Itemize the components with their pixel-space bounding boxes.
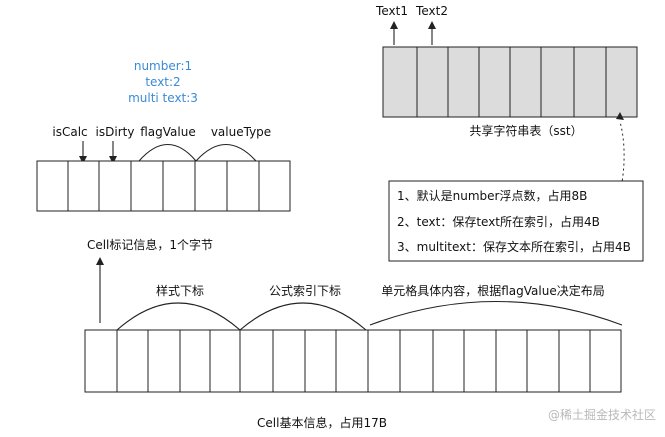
base-byte-cell bbox=[304, 329, 337, 393]
flag-value-list: number:1 text:2 multi text:3 bbox=[128, 59, 198, 105]
sst-table bbox=[382, 46, 638, 118]
formula-index-brace bbox=[239, 302, 367, 331]
flag-bit-cell bbox=[226, 160, 260, 212]
base-byte-cell bbox=[209, 329, 241, 393]
flag-value-text: text:2 bbox=[145, 75, 180, 89]
sst-cell bbox=[382, 46, 418, 118]
legend-item-text: 2、text：保存text所在索引，占用4B bbox=[397, 214, 600, 229]
flag-bit-cell bbox=[67, 160, 100, 212]
value-type-label: valueType bbox=[211, 125, 271, 139]
base-byte-cell bbox=[558, 329, 591, 393]
base-byte-cell bbox=[335, 329, 369, 393]
flag-value-label: flagValue bbox=[140, 125, 195, 139]
watermark: @稀土掘金技术社区 bbox=[548, 407, 656, 422]
base-byte-cell bbox=[463, 329, 497, 393]
base-byte-cell bbox=[399, 329, 434, 393]
flag-bit-cell bbox=[258, 160, 291, 212]
cell-flag-caption: Cell标记信息，1个字节 bbox=[87, 237, 213, 252]
base-byte-cell bbox=[589, 329, 622, 393]
base-byte-cell bbox=[272, 329, 306, 393]
base-byte-cell bbox=[239, 329, 274, 393]
flag-value-multi-text: multi text:3 bbox=[128, 91, 198, 105]
is-dirty-label: isDirty bbox=[96, 125, 135, 139]
sst-cell bbox=[447, 46, 480, 118]
flag-value-brace bbox=[138, 144, 197, 162]
sst-cell bbox=[478, 46, 511, 118]
value-type-brace bbox=[195, 144, 257, 162]
legend-item-multitext: 3、multitext：保存文本所在索引，占用4B bbox=[397, 239, 631, 254]
sst-cell bbox=[509, 46, 542, 118]
base-byte-cell bbox=[526, 329, 560, 393]
sst-cell bbox=[573, 46, 607, 118]
index-reference-arrowhead bbox=[616, 112, 624, 120]
base-byte-cell bbox=[367, 329, 401, 393]
base-byte-cell bbox=[432, 329, 465, 393]
style-index-label: 样式下标 bbox=[156, 283, 204, 298]
sst-cell bbox=[416, 46, 449, 118]
legend-item-number: 1、默认是number浮点数，占用8B bbox=[397, 188, 587, 203]
style-index-brace bbox=[116, 302, 241, 331]
is-calc-label: isCalc bbox=[52, 125, 87, 139]
flag-bit-cell bbox=[36, 160, 69, 212]
flag-bit-cell bbox=[194, 160, 228, 212]
cell-flag-byte bbox=[36, 160, 291, 212]
formula-index-label: 公式索引下标 bbox=[269, 284, 341, 298]
base-byte-cell bbox=[84, 329, 118, 393]
value-storage-legend bbox=[388, 180, 644, 262]
sst-label-text1: Text1 bbox=[375, 4, 408, 18]
cell-flag-field-labels: isCalc isDirty flagValue valueType bbox=[52, 125, 271, 139]
flag-value-number: number:1 bbox=[134, 59, 192, 73]
sst-cell bbox=[605, 46, 638, 118]
sst-label-text2: Text2 bbox=[415, 4, 448, 18]
flag-bit-cell bbox=[98, 160, 132, 212]
cell-base-caption: Cell基本信息，占用17B bbox=[257, 415, 387, 430]
flag-bit-cell bbox=[130, 160, 164, 212]
flag-bit-cell bbox=[162, 160, 196, 212]
base-byte-cell bbox=[147, 329, 181, 393]
base-byte-cell bbox=[179, 329, 211, 393]
cell-content-brace bbox=[369, 301, 623, 326]
sst-caption: 共享字符串表（sst） bbox=[469, 123, 582, 138]
base-byte-cell bbox=[495, 329, 528, 393]
cell-base-bytes bbox=[84, 329, 622, 393]
base-byte-cell bbox=[116, 329, 149, 393]
sst-cell bbox=[540, 46, 575, 118]
cell-content-label: 单元格具体内容，根据flagValue决定布局 bbox=[381, 283, 604, 298]
